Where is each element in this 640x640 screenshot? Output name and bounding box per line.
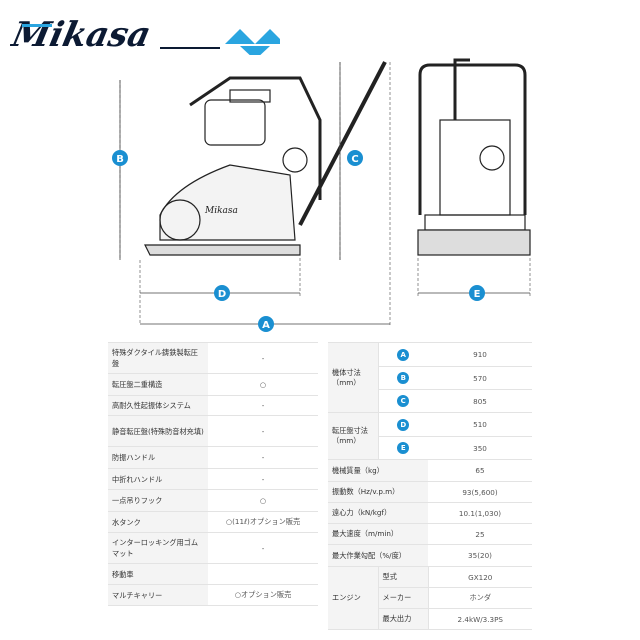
- engine-spec-label: 最大出力: [378, 608, 429, 630]
- table-row: C 805: [328, 389, 532, 413]
- table-row: 一点吊りフック○: [108, 489, 318, 512]
- feature-label: 転圧盤二重構造: [108, 373, 208, 396]
- spec-label: 機械質量（kg）: [328, 459, 428, 482]
- feature-label: 中折れハンドル: [108, 468, 208, 490]
- spec-value: 25: [428, 523, 532, 545]
- feature-label: 静音転圧盤(特殊防音材充填): [108, 415, 208, 447]
- spec-label: 振動数（Hz/v.p.m）: [328, 481, 428, 503]
- feature-value: -: [208, 342, 318, 374]
- svg-text:C: C: [351, 154, 358, 165]
- dim-value: 350: [428, 436, 532, 460]
- machine-dimension-drawing: B C D A E Mikasa: [112, 58, 531, 332]
- table-row: メーカーホンダ: [328, 587, 532, 609]
- feature-value: ○: [208, 373, 318, 396]
- feature-label: インターロッキング用ゴムマット: [108, 532, 208, 564]
- feature-value: -: [208, 468, 318, 490]
- table-row: 転圧盤二重構造○: [108, 373, 318, 396]
- dimension-marker-e: [469, 285, 485, 301]
- dimension-marker-c: [347, 150, 363, 166]
- engine-spec-value: ホンダ: [428, 587, 532, 609]
- feature-label: マルチキャリー: [108, 584, 208, 606]
- table-row: 最大速度（m/min）25: [328, 523, 532, 545]
- feature-value: -: [208, 446, 318, 469]
- engine-spec-label: メーカー: [378, 587, 429, 609]
- spec-value: 93(5,600): [428, 481, 532, 503]
- spec-value: 35(20): [428, 544, 532, 567]
- feature-value: ○(11ℓ)オプション販売: [208, 511, 318, 533]
- dimension-badge-b: B: [397, 372, 410, 384]
- spec-label: 遠心力（kN/kgf）: [328, 502, 428, 524]
- spec-value: 65: [428, 459, 532, 482]
- feature-value: [208, 563, 318, 585]
- features-table: 特殊ダクタイル鋳鉄製転圧盤- 転圧盤二重構造○ 高耐久性起振体システム- 静音転…: [108, 342, 318, 606]
- table-row: 特殊ダクタイル鋳鉄製転圧盤-: [108, 342, 318, 374]
- table-row: 機体寸法 （mm） A 910: [328, 342, 532, 413]
- dim-value: 910: [428, 342, 532, 367]
- mikasa-logo: Mikasa: [10, 15, 280, 55]
- feature-label: 水タンク: [108, 511, 208, 533]
- svg-text:Mikasa: Mikasa: [10, 15, 154, 55]
- spec-value: 10.1(1,030): [428, 502, 532, 524]
- table-row: 最大作業勾配（%/度）35(20): [328, 544, 532, 567]
- feature-value: -: [208, 415, 318, 447]
- table-row: B 570: [328, 366, 532, 390]
- table-row: 遠心力（kN/kgf）10.1(1,030): [328, 502, 532, 524]
- svg-text:D: D: [218, 289, 226, 300]
- feature-value: -: [208, 395, 318, 416]
- mikasa-mark-icon: [225, 29, 255, 44]
- svg-text:Mikasa: Mikasa: [204, 206, 238, 216]
- dimension-marker-b: [112, 150, 128, 166]
- table-row: 静音転圧盤(特殊防音材充填)-: [108, 415, 318, 447]
- feature-label: 防振ハンドル: [108, 446, 208, 469]
- dimension-marker-d: [214, 285, 230, 301]
- table-row: 防振ハンドル-: [108, 446, 318, 469]
- svg-text:B: B: [116, 154, 124, 165]
- table-row: E 350: [328, 436, 532, 460]
- dim-value: 570: [428, 366, 532, 390]
- dim-value: 805: [428, 389, 532, 413]
- dimension-badge-a: A: [397, 348, 410, 361]
- table-row: 水タンク○(11ℓ)オプション販売: [108, 511, 318, 533]
- table-row: 中折れハンドル-: [108, 468, 318, 490]
- table-row: 機械質量（kg）65: [328, 459, 532, 482]
- engine-label: エンジン: [328, 566, 379, 630]
- table-row: インターロッキング用ゴムマット-: [108, 532, 318, 564]
- engine-spec-label: 型式: [378, 566, 429, 588]
- engine-spec-value: 2.4kW/3.3PS: [428, 608, 532, 630]
- svg-text:A: A: [262, 320, 270, 331]
- dimension-marker-a: [258, 316, 274, 332]
- feature-value: -: [208, 532, 318, 564]
- table-row: 移動車: [108, 563, 318, 585]
- dim-value: 510: [428, 412, 532, 437]
- feature-label: 移動車: [108, 563, 208, 585]
- dimension-badge-d: D: [397, 418, 410, 431]
- plate-dims-label: 転圧盤寸法 （mm）: [328, 412, 379, 460]
- dimension-badge-e: E: [397, 442, 410, 454]
- feature-value: ○オプション販売: [208, 584, 318, 606]
- dimension-badge-c: C: [397, 395, 410, 407]
- svg-text:E: E: [474, 289, 481, 300]
- spec-label: 最大速度（m/min）: [328, 523, 428, 545]
- feature-value: ○: [208, 489, 318, 512]
- engine-spec-value: GX120: [428, 566, 532, 588]
- feature-label: 特殊ダクタイル鋳鉄製転圧盤: [108, 342, 208, 374]
- spec-label: 最大作業勾配（%/度）: [328, 544, 428, 567]
- feature-label: 高耐久性起振体システム: [108, 395, 208, 416]
- table-row: 高耐久性起振体システム-: [108, 395, 318, 416]
- feature-label: 一点吊りフック: [108, 489, 208, 512]
- table-row: 転圧盤寸法 （mm） D 510: [328, 412, 532, 460]
- body-dims-label: 機体寸法 （mm）: [328, 342, 379, 413]
- table-row: 振動数（Hz/v.p.m）93(5,600): [328, 481, 532, 503]
- table-row: マルチキャリー○オプション販売: [108, 584, 318, 606]
- specs-table: 機体寸法 （mm） A 910 B 570 C 805 転圧盤寸法 （mm） D 510 E…: [328, 342, 532, 630]
